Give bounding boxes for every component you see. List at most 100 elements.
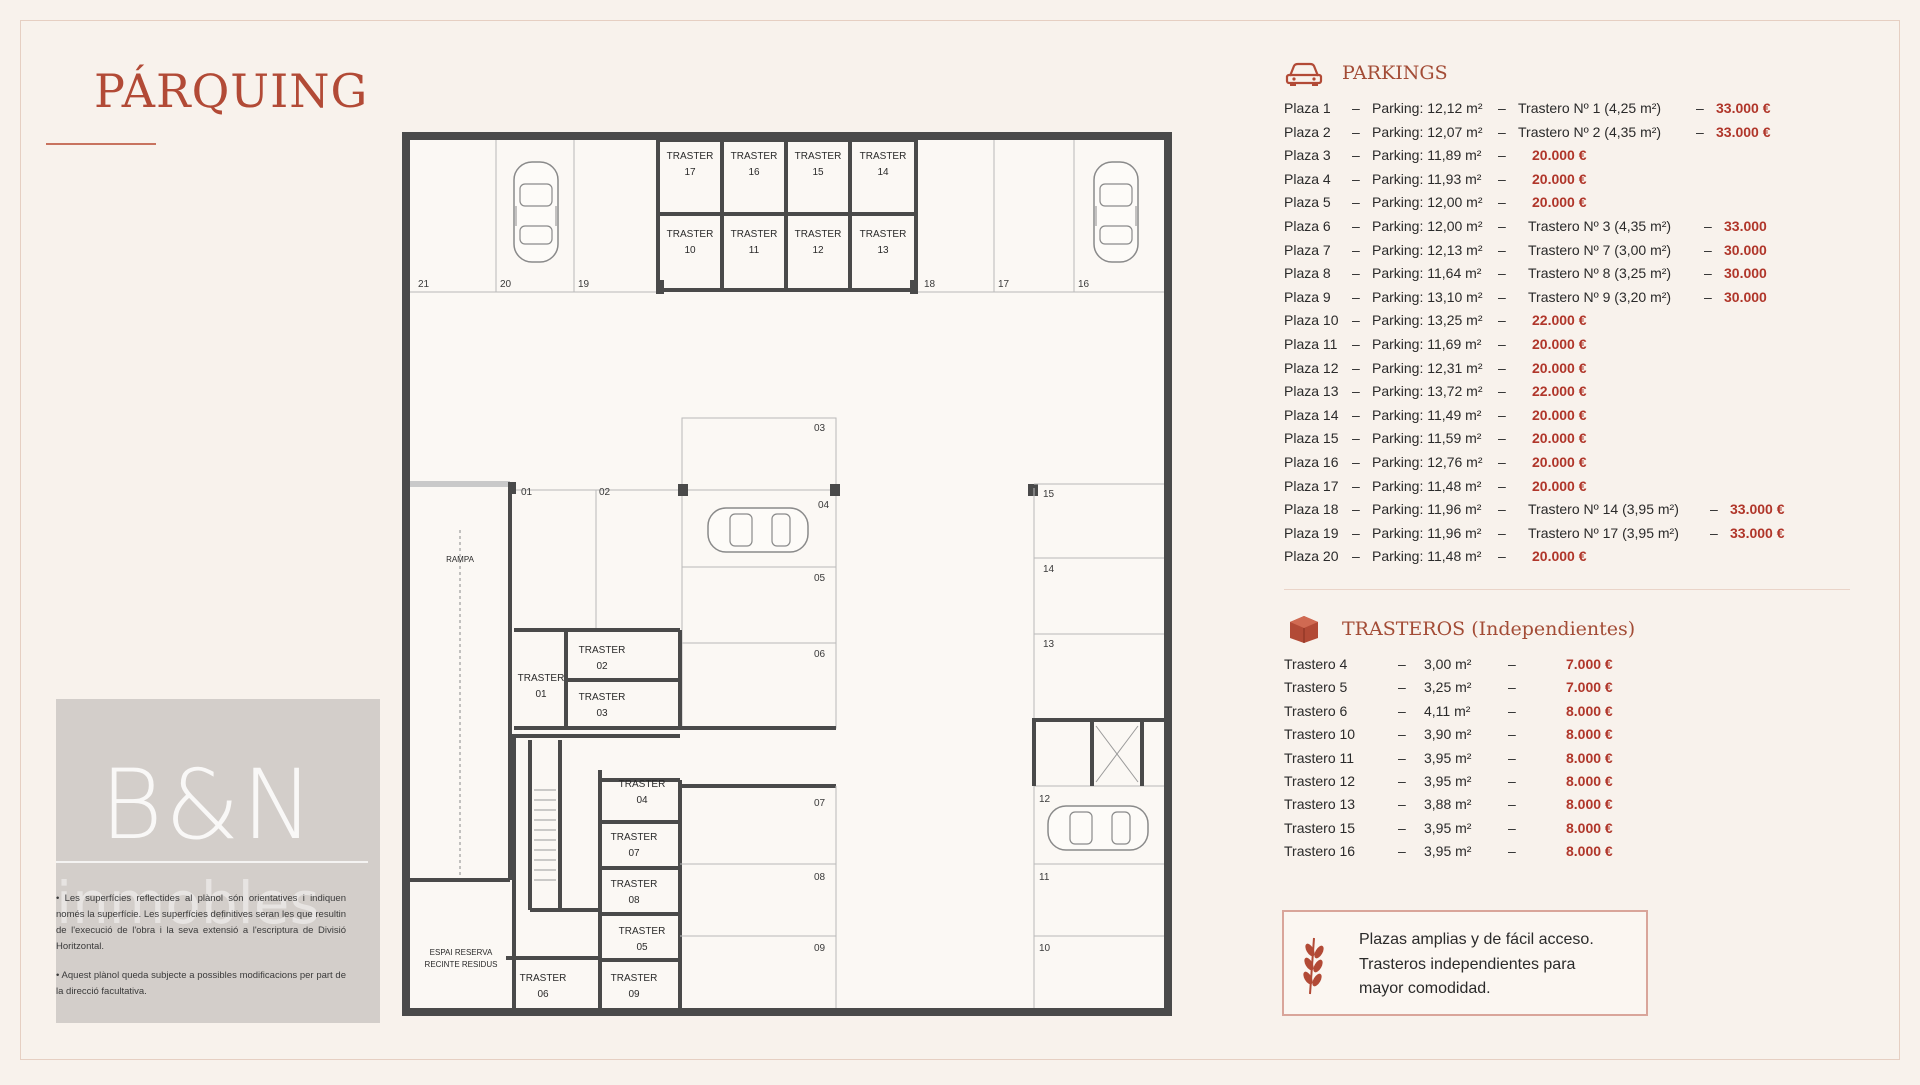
- parking-plaza: Plaza 5: [1284, 194, 1331, 211]
- parking-dash: –: [1704, 241, 1712, 258]
- storage-17-label: TRASTER: [667, 151, 714, 162]
- trastero-price: 7.000 €: [1566, 656, 1613, 672]
- parking-area: Parking: 13,72 m²: [1372, 383, 1483, 400]
- trastero-dash: –: [1398, 749, 1406, 766]
- storage-11-label: TRASTER: [731, 229, 778, 240]
- parking-dash: –: [1704, 288, 1712, 305]
- storage-12-label: TRASTER: [795, 229, 842, 240]
- spot-label-01: 01: [521, 487, 533, 498]
- parking-dash: –: [1696, 100, 1704, 116]
- parking-area: Parking: 11,48 m²: [1372, 477, 1482, 494]
- spot-label-16: 16: [1078, 279, 1090, 290]
- trastero-area: 3,95 m²: [1424, 819, 1472, 836]
- storage-05-number: 05: [636, 942, 648, 953]
- trastero-dash: –: [1508, 819, 1516, 836]
- storage-02-label: TRASTER: [579, 645, 626, 656]
- storage-13-number: 13: [877, 245, 889, 256]
- storage-17-number: 17: [684, 167, 696, 178]
- parking-area: Parking: 12,12 m²: [1372, 100, 1483, 116]
- storage-08-number: 08: [628, 895, 640, 906]
- parking-area: Parking: 12,00 m²: [1372, 194, 1483, 211]
- parking-price: 30.000: [1724, 288, 1767, 305]
- parking-dash: –: [1498, 477, 1506, 494]
- storage-09-label: TRASTER: [611, 973, 658, 984]
- parking-plaza: Plaza 16: [1284, 453, 1339, 470]
- parking-plaza: Plaza 1: [1284, 100, 1331, 116]
- trastero-dash: –: [1398, 819, 1406, 836]
- storage-03-label: TRASTER: [579, 692, 626, 703]
- parking-dash: –: [1498, 288, 1506, 305]
- storage-14-number: 14: [877, 167, 889, 178]
- trastero-area: 3,90 m²: [1424, 726, 1472, 743]
- parking-plaza: Plaza 19: [1284, 524, 1339, 541]
- parking-dash: –: [1352, 335, 1360, 352]
- trastero-price: 8.000 €: [1566, 749, 1613, 766]
- spot-label-13: 13: [1043, 639, 1055, 650]
- storage-10-number: 10: [684, 245, 696, 256]
- trastero-dash: –: [1508, 702, 1516, 719]
- parking-trastero: Trastero Nº 14 (3,95 m²): [1528, 501, 1679, 518]
- parking-price: 20.000 €: [1532, 335, 1587, 352]
- parking-area: Parking: 12,76 m²: [1372, 453, 1483, 470]
- parking-price: 33.000 €: [1716, 100, 1771, 116]
- trastero-dash: –: [1398, 726, 1406, 743]
- trastero-area: 3,95 m²: [1424, 749, 1472, 766]
- trastero-dash: –: [1398, 772, 1406, 789]
- trastero-area: 3,88 m²: [1424, 796, 1472, 813]
- parking-trastero: Trastero Nº 3 (4,35 m²): [1528, 217, 1672, 234]
- parking-area: Parking: 11,93 m²: [1372, 170, 1482, 187]
- parking-price: 33.000 €: [1716, 123, 1771, 140]
- spot-label-04: 04: [818, 500, 830, 511]
- parking-dash: –: [1498, 524, 1506, 541]
- trastero-name: Trastero 4: [1284, 656, 1348, 672]
- trastero-price: 8.000 €: [1566, 843, 1613, 860]
- parking-dash: –: [1710, 524, 1718, 541]
- parking-plaza: Plaza 6: [1284, 217, 1331, 234]
- trastero-area: 3,95 m²: [1424, 843, 1472, 860]
- trastero-dash: –: [1398, 702, 1406, 719]
- parking-dash: –: [1498, 217, 1506, 234]
- watermark-panel: B&N inmobles • Les superfícies reflectid…: [56, 699, 380, 1023]
- spot-label-20: 20: [500, 279, 512, 290]
- parking-price: 22.000 €: [1532, 383, 1587, 400]
- parking-dash: –: [1498, 406, 1506, 423]
- storage-04-label: TRASTER: [619, 779, 666, 790]
- trastero-price: 8.000 €: [1566, 726, 1613, 743]
- parking-dash: –: [1352, 170, 1360, 187]
- parking-dash: –: [1352, 194, 1360, 211]
- storage-05-label: TRASTER: [619, 926, 666, 937]
- parking-area: Parking: 13,25 m²: [1372, 312, 1483, 329]
- parking-price: 20.000 €: [1532, 147, 1587, 164]
- trastero-name: Trastero 12: [1284, 772, 1356, 789]
- storage-04-number: 04: [636, 795, 648, 806]
- trastero-price: 8.000 €: [1566, 702, 1613, 719]
- trastero-price: 7.000 €: [1566, 679, 1613, 696]
- parking-dash: –: [1498, 241, 1506, 258]
- trastero-price: 8.000 €: [1566, 772, 1613, 789]
- parking-price: 30.000: [1724, 265, 1767, 282]
- spot-label-06: 06: [814, 649, 826, 660]
- waste-area-label-1: ESPAI RESERVA: [430, 948, 493, 957]
- callout-line: mayor comodidad.: [1359, 980, 1491, 997]
- spot-label-19: 19: [578, 279, 590, 290]
- callout-line: Trasteros independientes para: [1359, 955, 1576, 973]
- parking-area: Parking: 11,59 m²: [1372, 430, 1482, 447]
- trastero-dash: –: [1398, 656, 1406, 672]
- parking-area: Parking: 11,48 m²: [1372, 548, 1482, 565]
- parking-price: 20.000 €: [1532, 194, 1587, 211]
- parking-dash: –: [1704, 265, 1712, 282]
- section-divider: [1284, 589, 1850, 590]
- trastero-dash: –: [1508, 656, 1516, 672]
- plan-notes: • Les superfícies reflectides al plànol …: [56, 891, 346, 1013]
- parking-price: 33.000 €: [1730, 501, 1785, 518]
- parking-dash: –: [1352, 453, 1360, 470]
- parking-area: Parking: 12,00 m²: [1372, 217, 1483, 234]
- trastero-price: 8.000 €: [1566, 819, 1613, 836]
- parking-dash: –: [1498, 123, 1506, 140]
- trastero-dash: –: [1398, 679, 1406, 696]
- parking-dash: –: [1352, 406, 1360, 423]
- storage-10-label: TRASTER: [667, 229, 714, 240]
- trastero-name: Trastero 10: [1284, 726, 1356, 743]
